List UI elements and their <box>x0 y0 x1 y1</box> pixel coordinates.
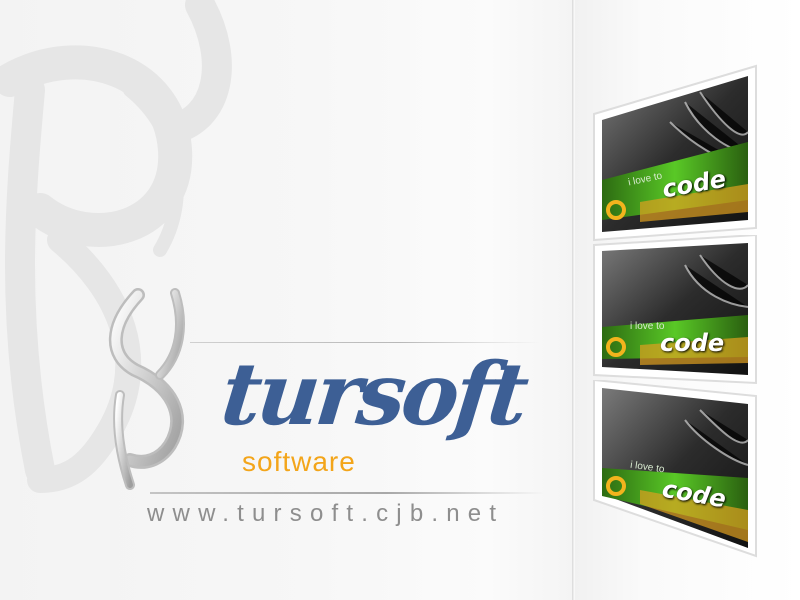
logo-divider-bottom <box>150 492 545 494</box>
tursoft-badge-icon <box>606 200 626 220</box>
tursoft-logo-icon <box>108 288 185 490</box>
code-banner-card-3[interactable]: i love to code <box>590 380 760 560</box>
brand-name: tursoft <box>216 344 530 445</box>
tursoft-badge-icon <box>606 337 626 357</box>
logo-divider-top <box>190 342 540 343</box>
code-banner-card-2[interactable]: i love to code <box>590 235 760 415</box>
website-link[interactable]: www.tursoft.cjb.net <box>147 500 505 527</box>
panel-divider <box>572 0 575 600</box>
brand-tagline: software <box>242 446 356 477</box>
tursoft-badge-icon <box>606 476 626 496</box>
left-panel-background <box>0 0 575 600</box>
card-caption-small: i love to <box>630 321 665 332</box>
card-caption-main: code <box>660 329 725 357</box>
code-banner-card-1[interactable]: i love to code <box>590 62 760 242</box>
